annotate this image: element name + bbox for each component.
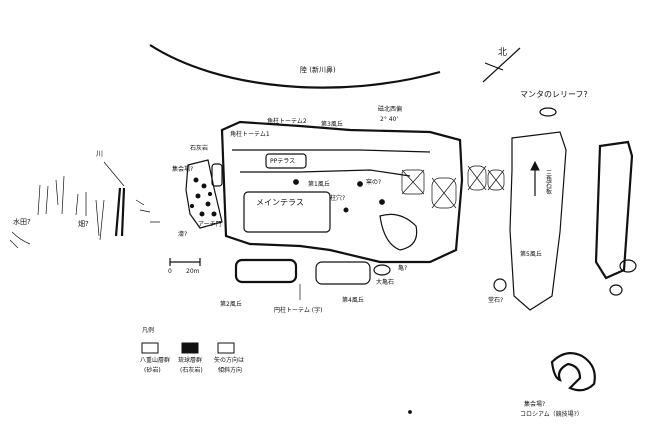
field-label: 畑? [78, 220, 89, 228]
main-terrace-label: メインテラス [256, 198, 304, 207]
big-turtle-stone-label: 大亀石 [376, 278, 394, 286]
manta-relief-mark [539, 107, 557, 117]
bearing-label: 磁北西偏 [378, 105, 402, 113]
limestone-block [211, 163, 223, 187]
legend-title: 凡例 [142, 326, 154, 334]
east-slab [594, 140, 634, 280]
limestone-label: 石灰岩 [190, 144, 208, 152]
manta-relief-label: マンタのレリーフ? [520, 90, 588, 99]
river-pointer [103, 161, 125, 187]
scale-bar: 0 20m [168, 258, 201, 275]
pp-terrace [265, 153, 307, 169]
main-complex-wall [220, 120, 464, 264]
svg-text:0: 0 [168, 268, 172, 275]
legend-swatch-sandstone [141, 342, 159, 354]
coastline [149, 44, 441, 89]
terrace-2-block [234, 258, 298, 284]
legend-item-1-line1: 八重山層群 [140, 356, 170, 364]
main-complex-inner-row [240, 169, 411, 177]
stele-label: 堂石? [488, 296, 503, 304]
legend-item-2-line1: 琉球層群 [178, 356, 202, 364]
legend-swatch-arrow [217, 342, 235, 354]
gathering-label: 集会場? [172, 165, 193, 173]
north-arrow: 北 [482, 47, 521, 83]
pillar-hole-label: 柱穴? [330, 194, 345, 202]
left-fields [9, 175, 160, 249]
terrace-2-label: 第2風丘 [220, 300, 242, 308]
colosseum-label-1: 集会場? [524, 400, 545, 408]
round-totem-label: 円柱トーテム (字) [274, 306, 322, 314]
pillar-dots [293, 179, 385, 213]
east-stone-1 [619, 259, 637, 273]
speck [408, 410, 412, 414]
main-terrace [243, 191, 331, 233]
hatched-blocks [401, 165, 505, 209]
triangle-stone-label: 三角石板 [545, 170, 552, 195]
legend-item-3-line2: 傾斜方向 [218, 366, 242, 374]
triangle-stone [530, 160, 540, 196]
totem-2-label: 角柱トーテム2 [267, 117, 307, 125]
kiln-label: 窯の? [366, 178, 381, 186]
stele-mark [493, 278, 507, 292]
terrace-5-outline [509, 131, 567, 311]
coast-label: 陸 (新川鼻) [300, 65, 336, 74]
legend-item-1-line2: (砂岩) [144, 366, 161, 374]
arch-gate-label: アーチ門 [198, 221, 222, 228]
colosseum-label-2: コロシアム（競技場?） [520, 410, 583, 418]
turtle-label: 亀? [398, 264, 407, 272]
north-label: 北 [498, 47, 507, 58]
main-complex-inner-north [232, 149, 431, 153]
bearing-value: 2° 40' [380, 116, 398, 123]
gathering-dots [189, 177, 217, 217]
river-label: 川 [96, 150, 103, 158]
totem-1-label: 角柱トーテム1 [230, 130, 270, 138]
terrace-4-block [315, 261, 371, 285]
moat-label: 濠? [178, 230, 187, 238]
terrace-5-label: 第5風丘 [520, 250, 542, 258]
terrace-1-label: 第1風丘 [308, 180, 330, 188]
svg-text:20m: 20m [186, 268, 200, 275]
pp-terrace-label: PPテラス [270, 158, 295, 165]
gathering-area [185, 159, 223, 229]
turtle-stone [373, 264, 391, 276]
southern-stones [379, 213, 418, 251]
colosseum [550, 351, 596, 392]
terrace-3-label: 第3風丘 [321, 120, 343, 128]
legend: 凡例 八重山層群 (砂岩) 琉球層群 (石灰岩) 矢の方向は 傾斜方向 [140, 326, 244, 374]
legend-item-2-line2: (石灰岩) [180, 366, 203, 374]
east-stone-2 [609, 284, 623, 296]
paddy-label: 水田? [13, 217, 31, 226]
legend-swatch-limestone [181, 342, 199, 354]
terrace-4-label: 第4風丘 [342, 296, 364, 304]
legend-item-3-line1: 矢の方向は [214, 356, 244, 364]
